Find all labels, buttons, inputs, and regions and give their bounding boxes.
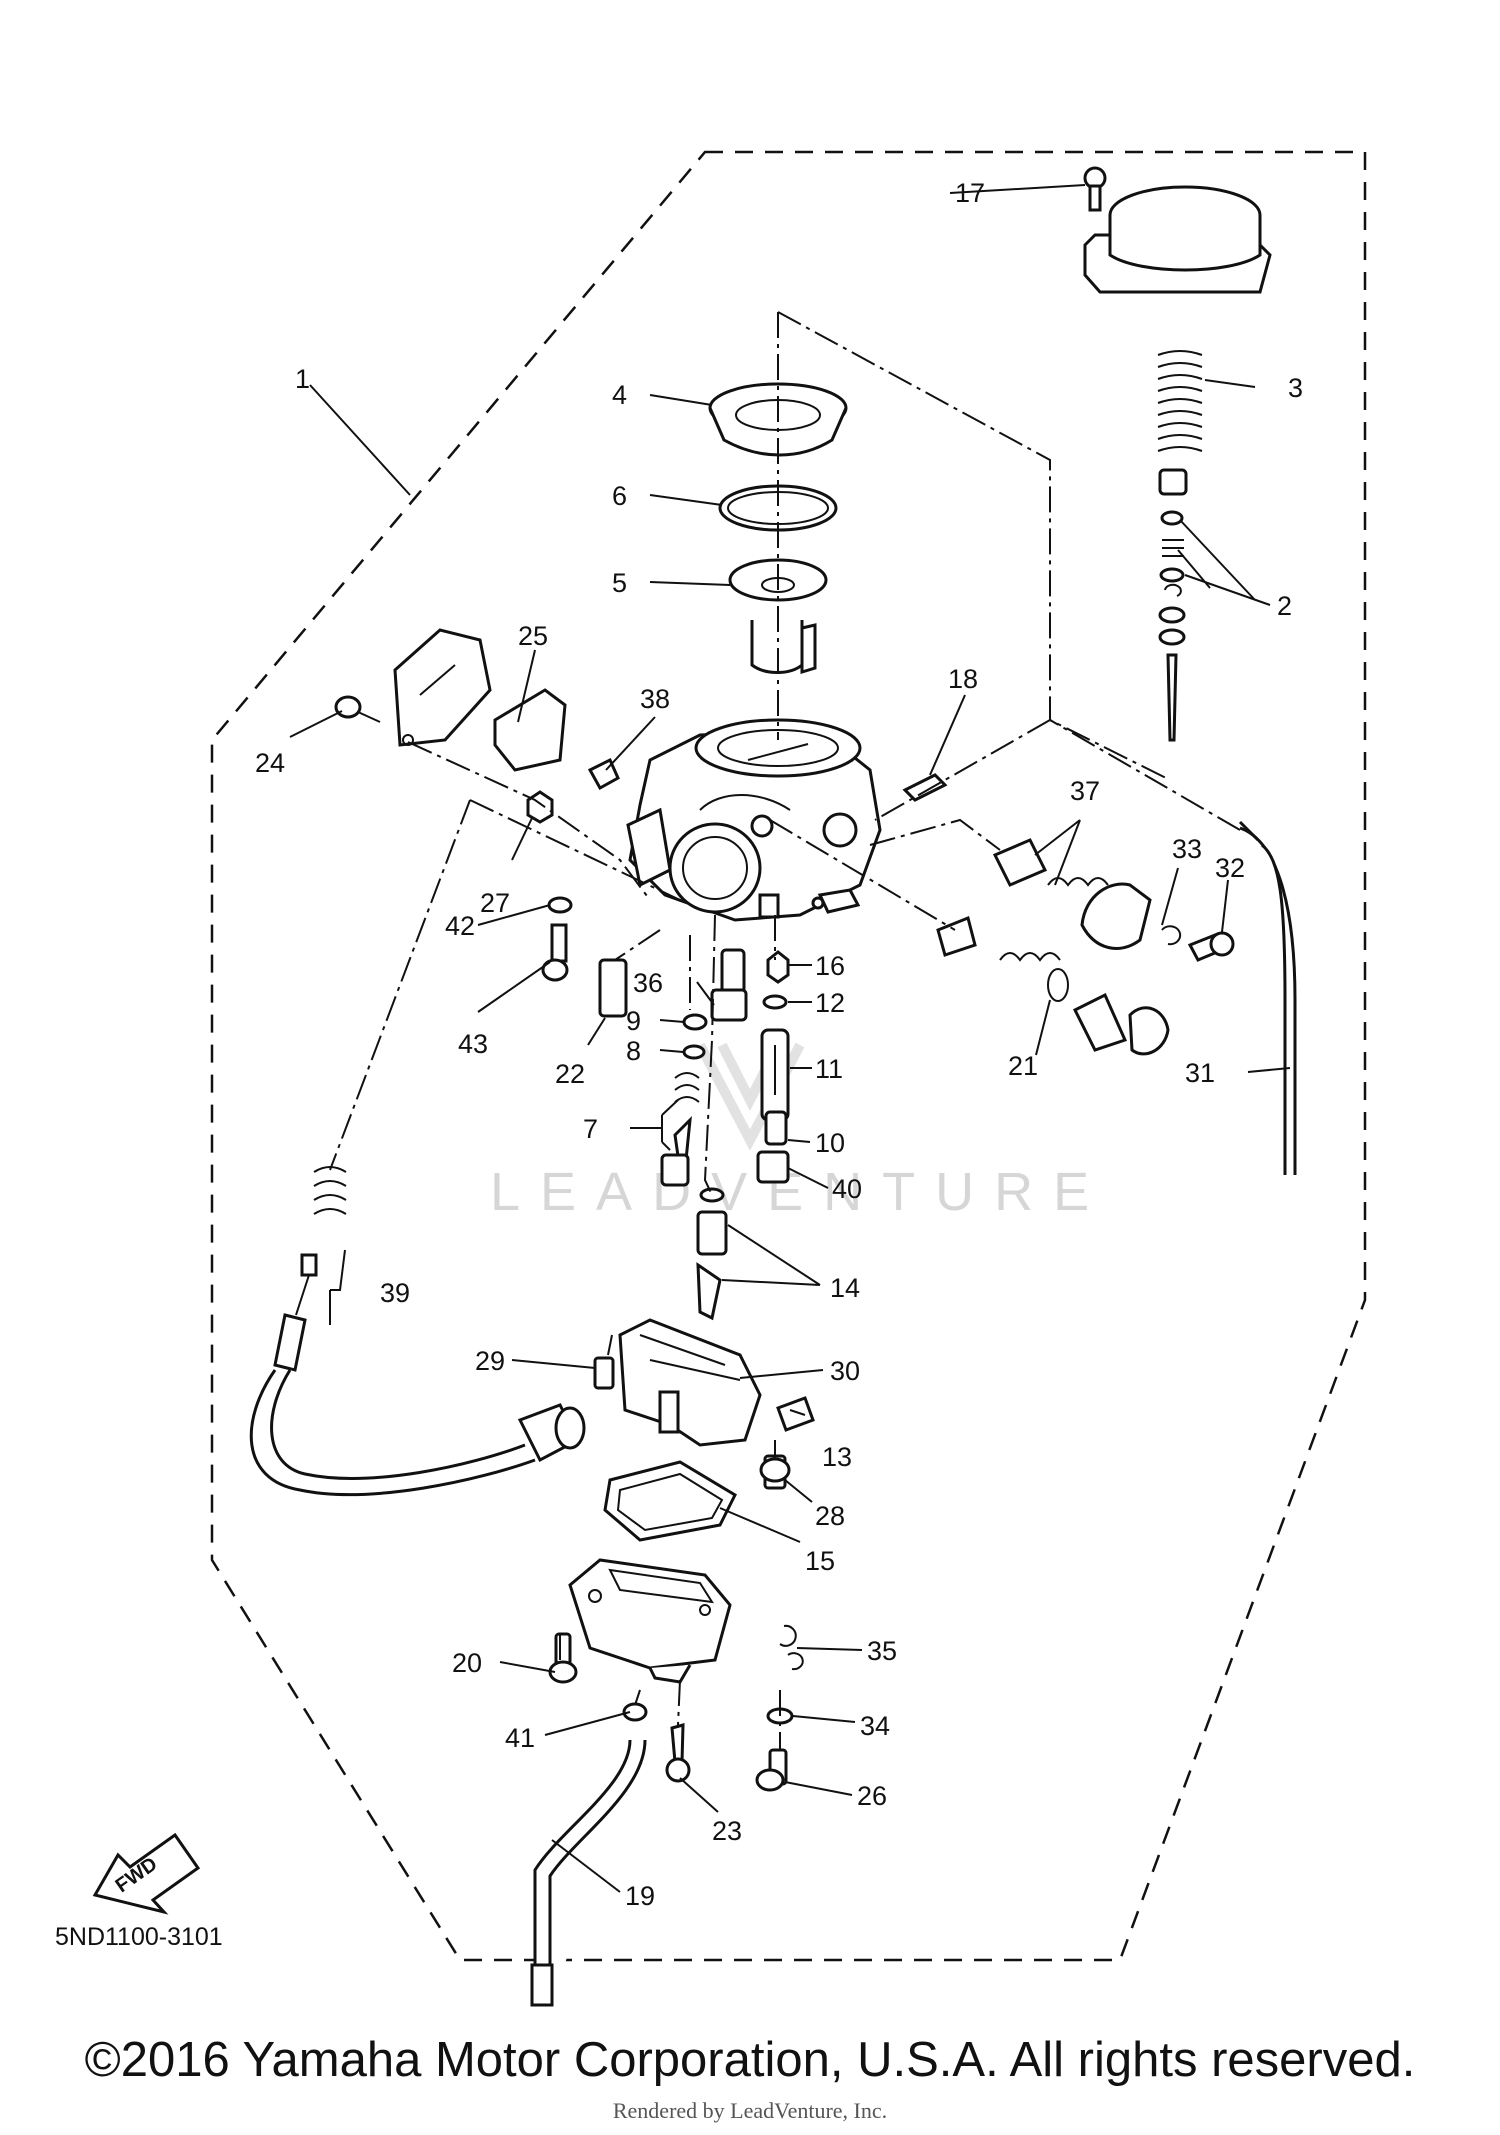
- callout-32: 32: [1215, 853, 1245, 883]
- callout-8: 8: [626, 1036, 641, 1066]
- callout-7: 7: [583, 1114, 598, 1144]
- screw-20: [548, 1632, 578, 1684]
- callout-42: 42: [445, 911, 475, 941]
- callout-35: 35: [867, 1636, 897, 1666]
- leader-lines: [289, 184, 1291, 1893]
- gasket-25: [493, 688, 567, 772]
- assembly-boundary: [210, 150, 1367, 1962]
- callout-9: 9: [626, 1006, 641, 1036]
- callout-27: 27: [480, 888, 510, 918]
- callout-33: 33: [1172, 834, 1202, 864]
- throttle-stop-set-21: [936, 915, 1170, 1056]
- callout-36: 36: [633, 968, 663, 998]
- screw-24: [334, 695, 381, 723]
- callout-13: 13: [822, 1442, 852, 1472]
- callout-37: 37: [1070, 776, 1100, 806]
- callout-3: 3: [1288, 373, 1303, 403]
- fitting-18: [902, 773, 948, 802]
- starter-plunger-37: [992, 838, 1152, 950]
- alignment-lines: [329, 311, 1241, 1750]
- callout-17: 17: [955, 178, 985, 208]
- callout-19: 19: [625, 1881, 655, 1911]
- callout-1: 1: [295, 364, 310, 394]
- rendered-by-credit: Rendered by LeadVenture, Inc.: [612, 2098, 888, 2123]
- float-bowl: [568, 1558, 732, 1684]
- callout-18: 18: [948, 664, 978, 694]
- cover-and-screw-17: [1083, 166, 1272, 294]
- callout-21: 21: [1008, 1051, 1038, 1081]
- callout-38: 38: [640, 684, 670, 714]
- callout-14: 14: [830, 1273, 860, 1303]
- callout-41: 41: [505, 1723, 535, 1753]
- clip-33: [1161, 925, 1182, 946]
- callout-29: 29: [475, 1346, 505, 1376]
- callout-25: 25: [518, 621, 548, 651]
- pin-13: [776, 1396, 815, 1432]
- callout-4: 4: [612, 380, 627, 410]
- callout-30: 30: [830, 1356, 860, 1386]
- callout-5: 5: [612, 568, 627, 598]
- callout-10: 10: [815, 1128, 845, 1158]
- throttle-cable-39: [249, 1166, 586, 1497]
- callout-15: 15: [805, 1546, 835, 1576]
- callout-12: 12: [815, 988, 845, 1018]
- spring-3: [1157, 350, 1203, 452]
- drain-screw-23: [665, 1723, 691, 1783]
- callout-11: 11: [815, 1054, 843, 1084]
- callout-28: 28: [815, 1501, 845, 1531]
- drain-hose-19: [530, 1702, 648, 2007]
- callout-2: 2: [1277, 591, 1292, 621]
- callout-34: 34: [860, 1711, 890, 1741]
- screw-29: [593, 1356, 615, 1390]
- watermark-text: LEADVENTURE: [490, 1162, 1109, 1222]
- gasket-15: [603, 1460, 737, 1542]
- float-30: [618, 1318, 762, 1447]
- callout-22: 22: [555, 1059, 585, 1089]
- carburetor-body: [626, 718, 882, 922]
- callout-labels: 1 2 3 4 5 6 7 8 9 10 11 12 13 14 15 16 1…: [255, 178, 1303, 1911]
- callout-39: 39: [380, 1278, 410, 1308]
- jet-needle-set-2: [1158, 468, 1188, 742]
- callout-31: 31: [1185, 1058, 1215, 1088]
- vent-hose-31: [1238, 820, 1297, 1175]
- callout-43: 43: [458, 1029, 488, 1059]
- copyright-notice: ©2016 Yamaha Motor Corporation, U.S.A. A…: [84, 2033, 1416, 2087]
- callout-20: 20: [452, 1648, 482, 1678]
- fwd-arrow-icon: FWD: [92, 1832, 201, 1915]
- intake-plate: [393, 628, 492, 747]
- callout-26: 26: [857, 1781, 887, 1811]
- callout-23: 23: [712, 1816, 742, 1846]
- screw-32: [1187, 931, 1235, 962]
- callout-24: 24: [255, 748, 285, 778]
- callout-16: 16: [815, 951, 845, 981]
- callout-40: 40: [832, 1174, 862, 1204]
- callout-6: 6: [612, 481, 627, 511]
- part-code: 5ND1100-3101: [55, 1923, 223, 1951]
- screw-28: [759, 1454, 791, 1490]
